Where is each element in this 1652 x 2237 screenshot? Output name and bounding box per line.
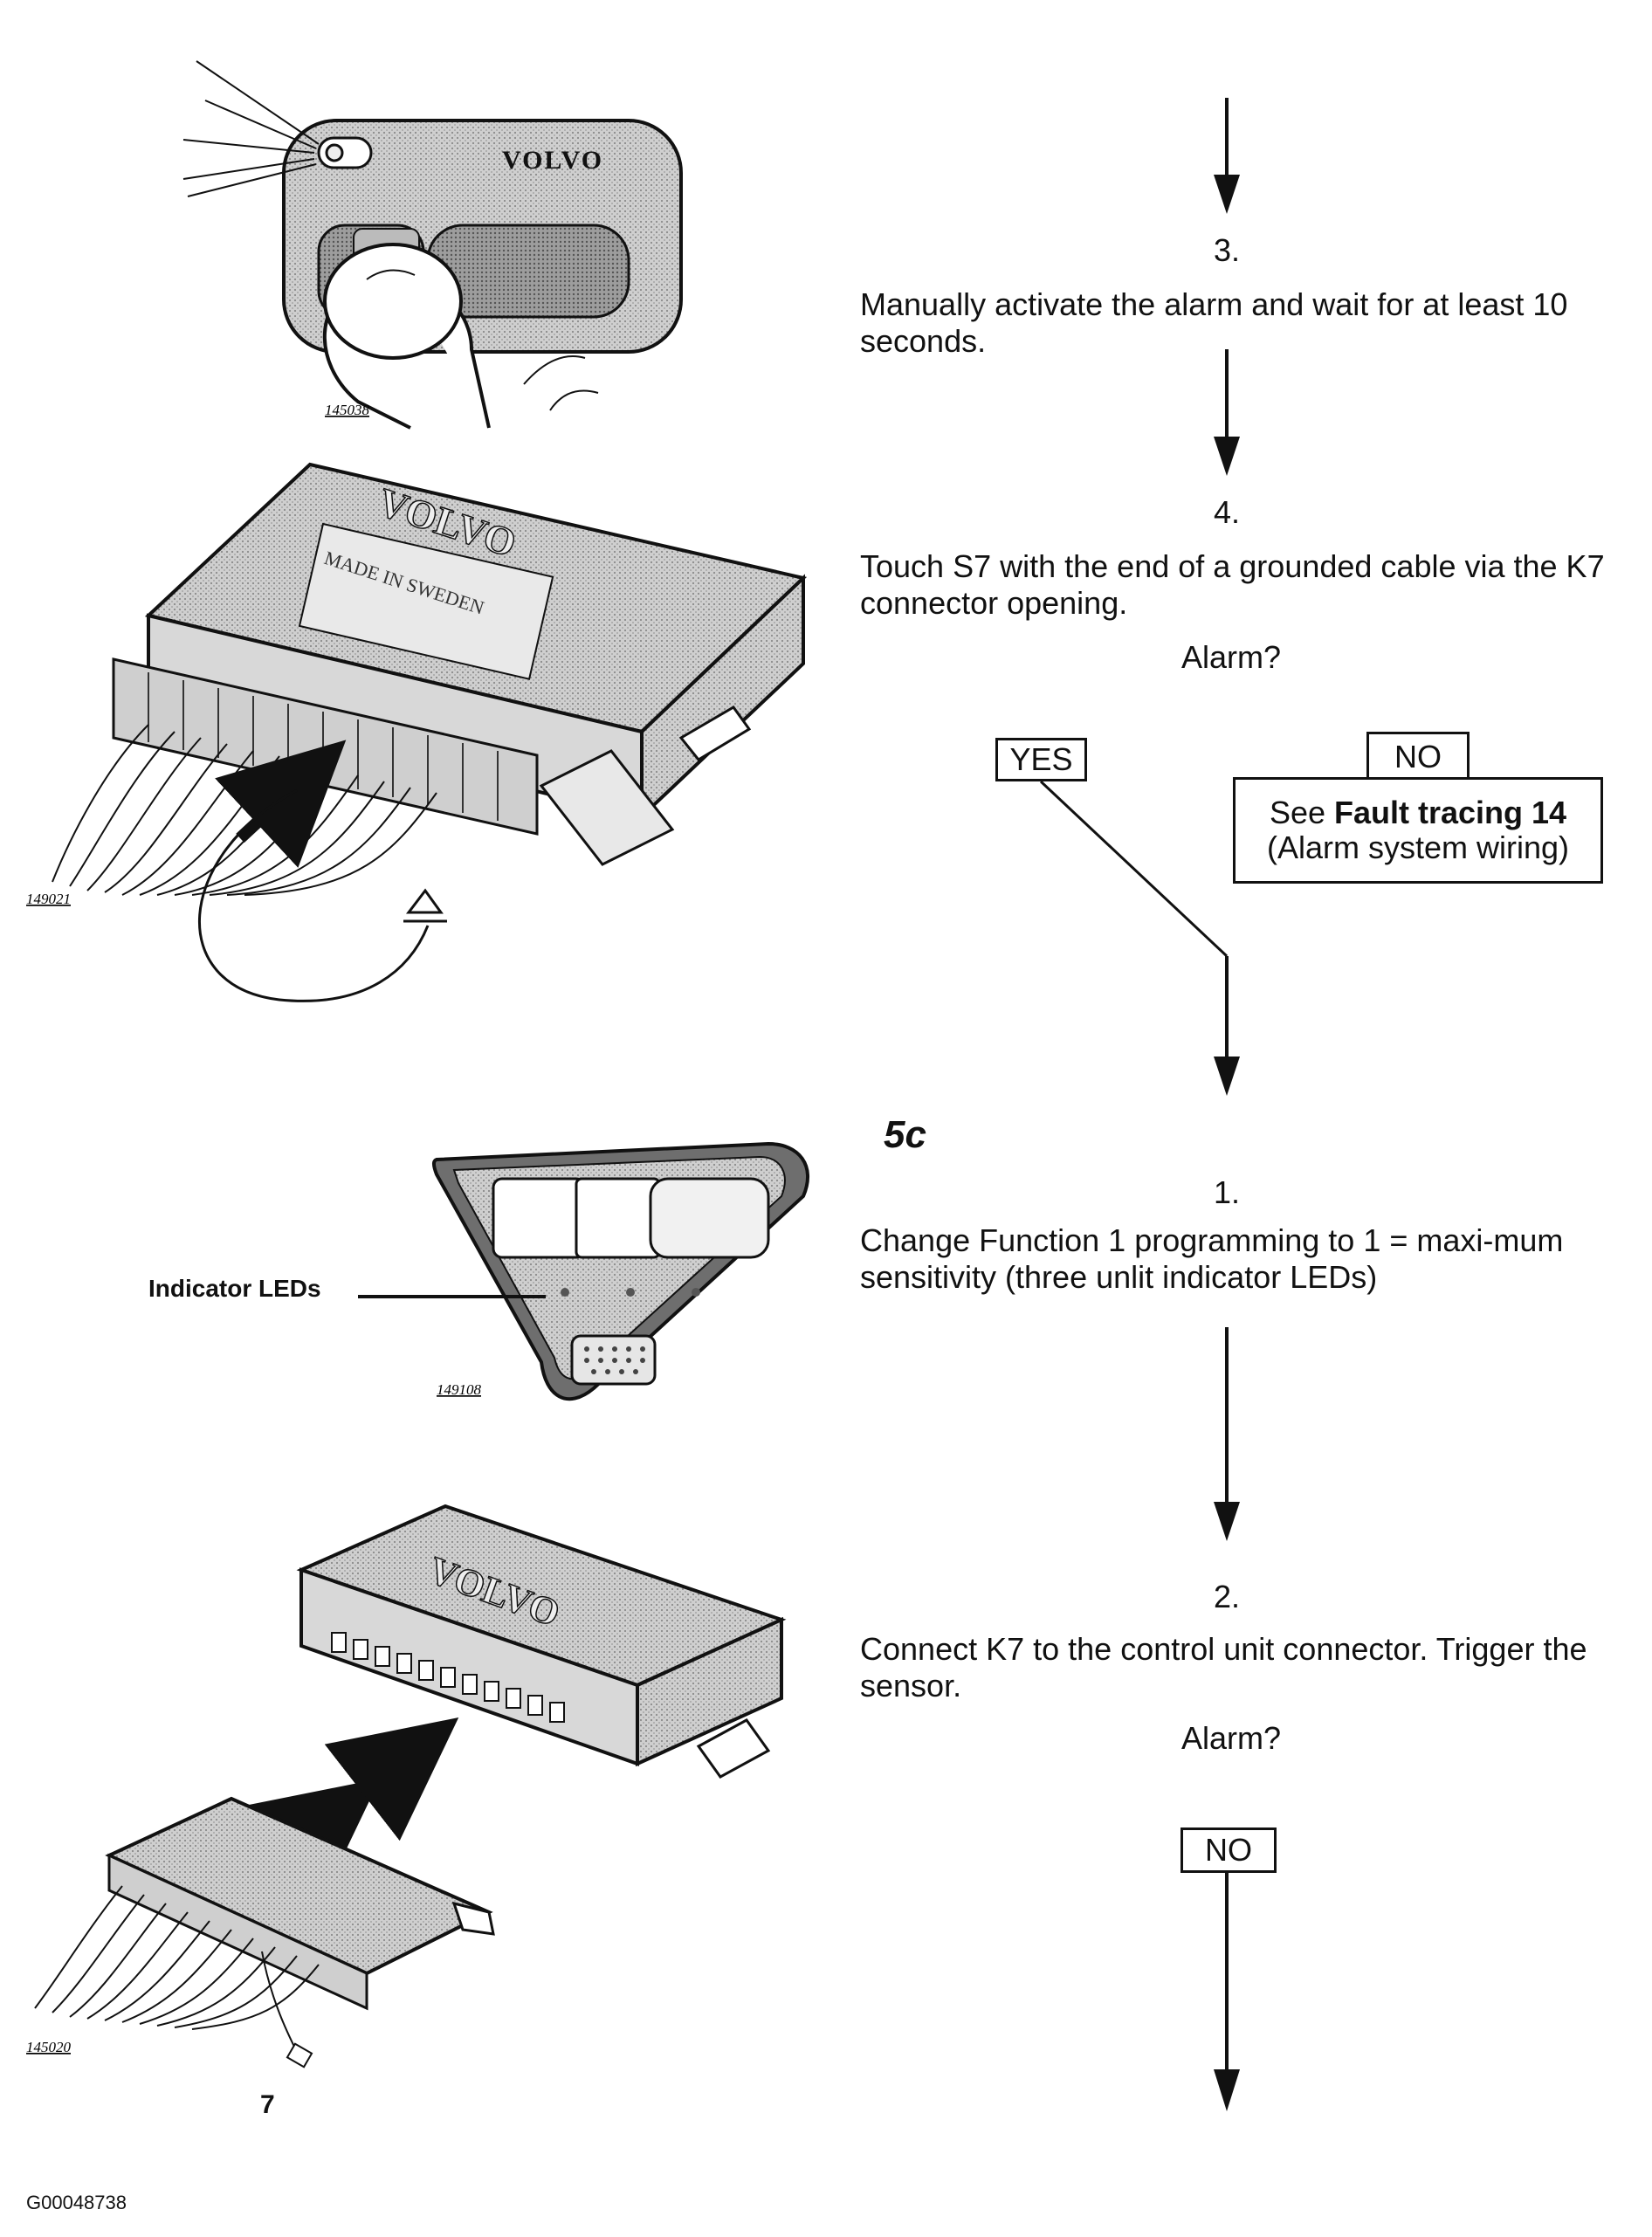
- step-4-text: Touch S7 with the end of a grounded cabl…: [860, 548, 1605, 621]
- remote-key-fob-illustration: [182, 60, 683, 430]
- no-branch-label-2: NO: [1180, 1827, 1277, 1873]
- step-4-number: 4.: [1213, 494, 1241, 530]
- footer-code: G00048738: [26, 2192, 127, 2213]
- step-5c-2-text: Connect K7 to the control unit connector…: [860, 1631, 1587, 1704]
- step-5c-2-number: 2.: [1213, 1579, 1241, 1614]
- indicator-figure-id: 149108: [437, 1381, 482, 1398]
- yes-label-text: YES: [1009, 741, 1073, 777]
- fault-prefix: See: [1269, 795, 1334, 830]
- connector-pin-label: 7: [260, 2090, 275, 2119]
- no-branch-label: NO: [1366, 732, 1470, 780]
- no-label-2-text: NO: [1205, 1832, 1252, 1868]
- control-unit-illustration: [52, 462, 808, 1002]
- fault-tracing-line2: (Alarm system wiring): [1266, 829, 1570, 865]
- step-3-number: 3.: [1213, 232, 1241, 268]
- step-5c-1-text: Change Function 1 programming to 1 = max…: [860, 1222, 1564, 1295]
- step-5c-1-number: 1.: [1213, 1174, 1241, 1210]
- connector-figure-id: 145020: [26, 2039, 72, 2055]
- fault-tracing-box: See Fault tracing 14 (Alarm system wirin…: [1233, 777, 1603, 884]
- indicator-leds-callout: Indicator LEDs: [148, 1275, 321, 1302]
- remote-figure-id: 145038: [325, 402, 370, 418]
- remote-brand-text: VOLVO: [502, 146, 603, 175]
- fault-reference: Fault tracing 14: [1334, 795, 1567, 830]
- step-5c-2-question: Alarm?: [1180, 1720, 1282, 1756]
- fault-tracing-line1: See Fault tracing 14: [1270, 795, 1566, 830]
- connector-k7-illustration: [34, 1504, 787, 2068]
- indicator-led-panel-illustration: [358, 1141, 809, 1401]
- section-5c-heading: 5c: [884, 1113, 926, 1156]
- flowchart-connectors: [1039, 98, 1240, 2111]
- step-3-text: Manually activate the alarm and wait for…: [860, 286, 1568, 359]
- step-4-question: Alarm?: [1180, 639, 1282, 675]
- control-unit-figure-id: 149021: [26, 891, 71, 907]
- no-label-text: NO: [1394, 739, 1442, 774]
- yes-branch-label: YES: [995, 738, 1087, 781]
